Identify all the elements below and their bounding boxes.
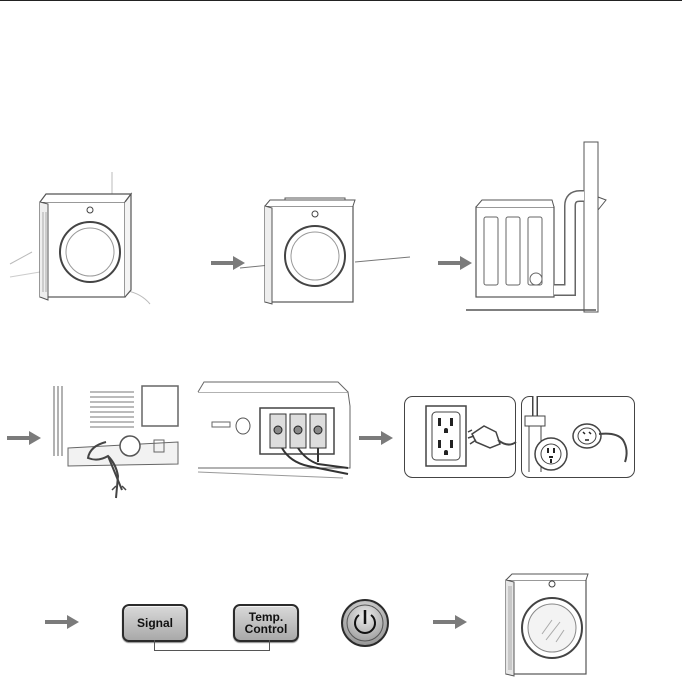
signal-button[interactable]: Signal: [122, 604, 188, 642]
outlet-4-prong-illustration: [521, 396, 635, 478]
right-arrow-icon: [359, 431, 393, 445]
power-button[interactable]: [340, 598, 390, 648]
outlet-3-prong-illustration: [404, 396, 516, 478]
temp-control-button[interactable]: Temp. Control: [233, 604, 299, 642]
press-together-bracket: [154, 640, 270, 651]
right-arrow-icon: [433, 615, 467, 629]
dryer-in-corner-illustration: [10, 172, 160, 312]
header-rule: [0, 0, 682, 1]
right-arrow-icon: [7, 431, 41, 445]
signal-button-label: Signal: [137, 617, 173, 629]
terminal-block-illustration: [198, 382, 353, 482]
dryer-side-view-vent-illustration: [466, 142, 616, 314]
dryer-back-cord-illustration: [50, 386, 182, 498]
dryer-against-wall-illustration: [240, 190, 415, 310]
right-arrow-icon: [45, 615, 79, 629]
dryer-running-illustration: [498, 570, 590, 678]
temp-control-label-line2: Control: [245, 623, 288, 635]
